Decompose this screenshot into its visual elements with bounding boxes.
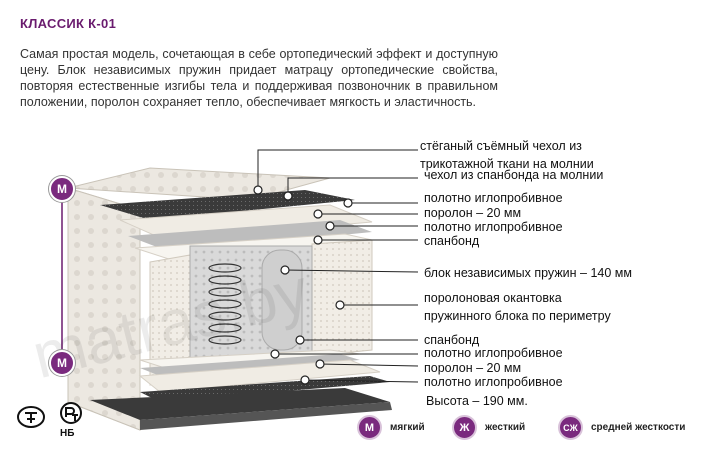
certification-mark: НБ — [60, 428, 75, 439]
cover-bottom — [90, 388, 390, 420]
gost-certification-icon — [17, 406, 45, 428]
label-foam-top: поролон – 20 мм — [424, 206, 522, 220]
leader-dots — [253, 185, 353, 385]
label-needle-felt-2: полотно иглопробивное — [424, 220, 563, 234]
foam-frame-right — [311, 239, 373, 357]
legend-hard: Ж жесткий — [452, 415, 525, 440]
hard-badge: Ж — [452, 415, 477, 440]
top-side-badge: М — [49, 176, 75, 202]
legend-label: средней жесткости — [591, 422, 686, 433]
label-spring-block: блок независимых пружин – 140 мм — [424, 266, 632, 280]
product-description: Самая простая модель, сочетающая в себе … — [20, 47, 498, 109]
label-foam-bottom: поролон – 20 мм — [424, 361, 522, 375]
layer-felt-bottom-1 — [140, 354, 360, 376]
cover-bottom-edge — [140, 402, 392, 430]
bottom-side-badge: М — [49, 350, 75, 376]
layer-foam-top — [119, 204, 373, 241]
rst-certification-icon — [60, 402, 82, 424]
leader-lines — [257, 149, 419, 383]
soft-badge: М — [357, 415, 382, 440]
mattress-height: Высота – 190 мм. — [426, 394, 528, 408]
page-title: КЛАССИК К-01 — [20, 16, 117, 31]
medium-badge: СЖ — [558, 415, 583, 440]
legend-soft: М мягкий — [357, 415, 425, 440]
label-foam-frame: поролоновая окантовка пружинного блока п… — [424, 291, 611, 323]
label-quilted-cover: стёганый съёмный чехол из трикотажной тк… — [420, 139, 594, 171]
legend-medium: СЖ средней жесткости — [558, 415, 685, 440]
spring-pocket-right — [261, 249, 303, 351]
legend-label: жесткий — [485, 422, 526, 433]
legend-label: мягкий — [390, 422, 425, 433]
label-needle-felt-4: полотно иглопробивное — [424, 375, 563, 389]
label-spunbond-bottom: спанбонд — [424, 333, 480, 347]
label-needle-felt-3: полотно иглопробивное — [424, 346, 563, 360]
label-needle-felt-1: полотно иглопробивное — [424, 191, 563, 205]
label-spunbond-top: спанбонд — [424, 234, 480, 248]
spring-coils — [208, 263, 242, 345]
label-spunbond-cover: чехол из спанбонда на молнии — [424, 168, 604, 182]
